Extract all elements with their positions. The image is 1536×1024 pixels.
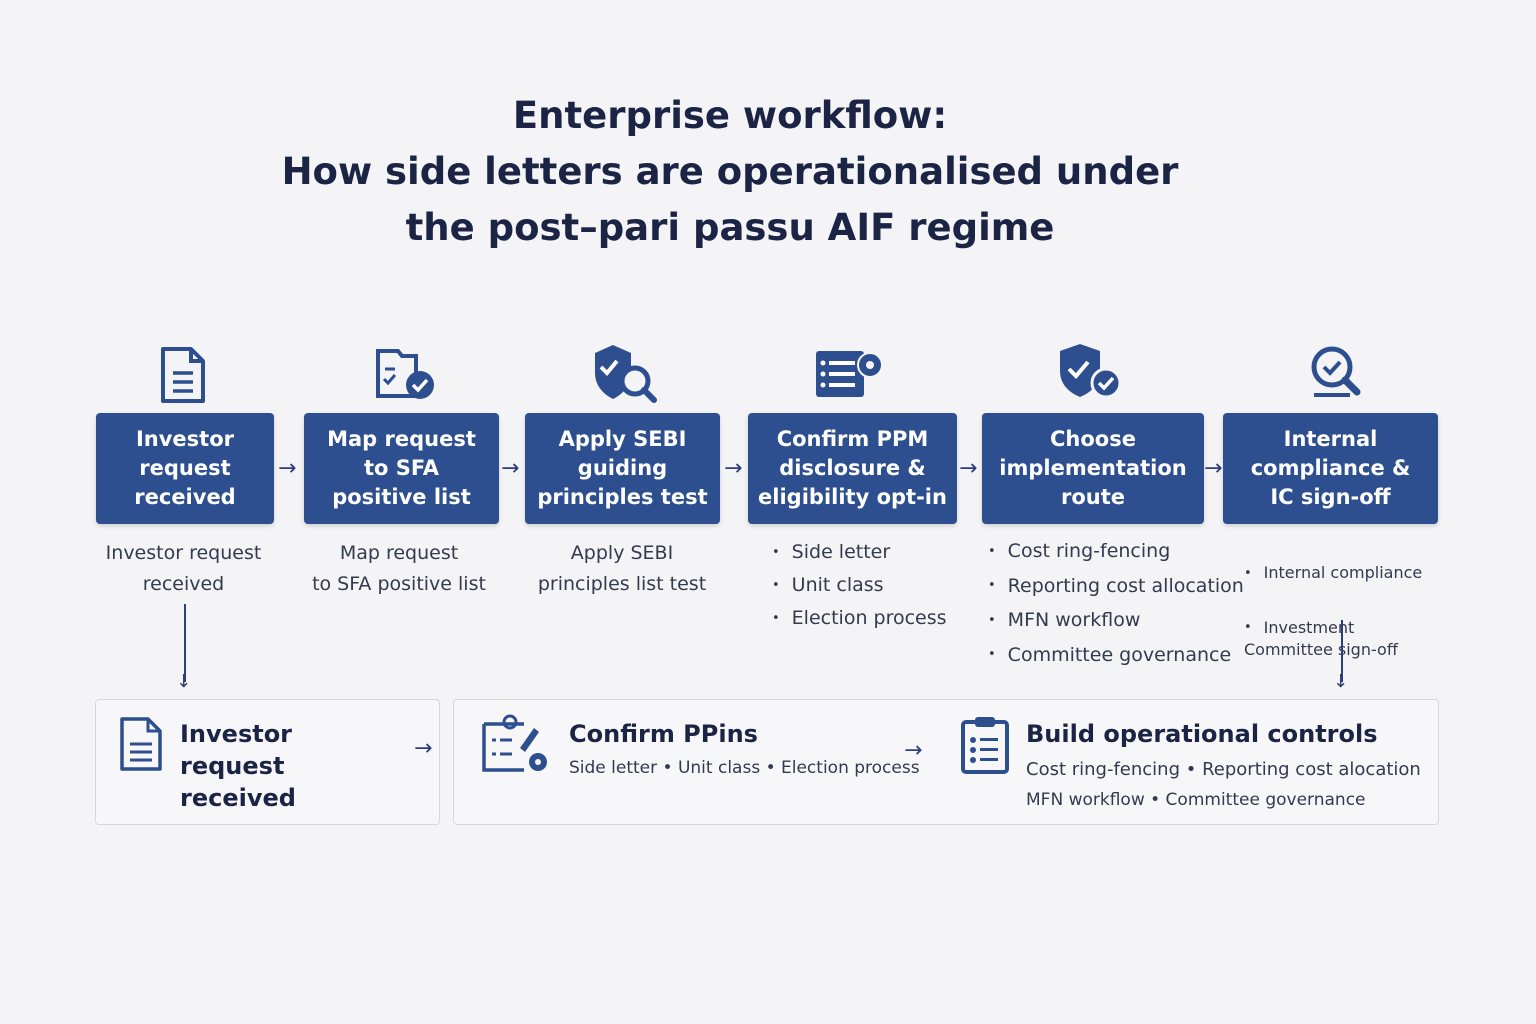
checklist-check-icon <box>376 349 434 399</box>
shield-search-icon <box>595 345 657 403</box>
bullet-item: Unit class <box>772 569 947 602</box>
panel-subtitle: Side letter • Unit class • Election proc… <box>569 758 920 778</box>
checklist-gear-icon <box>482 714 547 772</box>
arrow-down-icon: → <box>173 672 195 689</box>
step-map-request[interactable]: Map request to SFA positive list <box>304 413 499 524</box>
step-internal-compliance[interactable]: Internal compliance & IC sign-off <box>1223 413 1438 524</box>
document-icon <box>120 717 162 771</box>
page-title: Enterprise workflow: How side letters ar… <box>0 88 1460 256</box>
arrow-right-icon: → <box>278 456 297 481</box>
step-description: Apply SEBI principles list test <box>537 542 707 595</box>
title-line-2: How side letters are operationalised und… <box>281 150 1179 193</box>
bullet-item: Election process <box>772 602 947 635</box>
connector-line <box>184 604 186 682</box>
operations-panel: Confirm PPins Side letter • Unit class •… <box>453 699 1439 825</box>
step-bullets: Side letter Unit class Election process <box>772 536 947 635</box>
step-bullets: Cost ring-fencing Reporting cost allocat… <box>988 534 1244 672</box>
arrow-right-icon: → <box>904 738 923 763</box>
panel-title: Investor request received <box>180 720 296 812</box>
magnifier-check-icon <box>1311 346 1361 397</box>
arrow-right-icon: → <box>501 456 520 481</box>
bullet-item: Internal compliance <box>1244 562 1423 585</box>
panel-subtitle: MFN workflow • Committee governance <box>1026 790 1366 810</box>
step-description: Investor request received <box>105 542 262 595</box>
bullet-item: MFN workflow <box>988 603 1244 638</box>
arrow-right-icon: → <box>414 736 433 761</box>
arrow-down-icon: → <box>1330 672 1352 689</box>
panel-subtitle: Cost ring-fencing • Reporting cost aloca… <box>1026 759 1421 780</box>
step-bullets: Internal compliance Investment Committee… <box>1244 540 1422 683</box>
title-line-3: the post–pari passu AIF regime <box>405 206 1055 249</box>
bullet-item: Reporting cost allocation <box>988 569 1244 604</box>
connector-line <box>1341 620 1343 682</box>
clipboard-list-icon <box>961 717 1009 774</box>
shield-check-icon <box>1060 344 1122 399</box>
step-investor-request[interactable]: Investor request received <box>96 413 274 524</box>
panel-title: Confirm PPins <box>569 720 758 748</box>
step-description: Map request to SFA positive list <box>312 542 486 595</box>
bullet-item: Side letter <box>772 536 947 569</box>
investor-request-panel: Investor request received → <box>95 699 440 825</box>
arrow-right-icon: → <box>959 456 978 481</box>
bullet-item: Investment Committee sign-off <box>1244 617 1422 662</box>
arrow-right-icon: → <box>724 456 743 481</box>
list-gear-icon <box>816 351 883 397</box>
bullet-item: Cost ring-fencing <box>988 534 1244 569</box>
arrow-right-icon: → <box>1204 456 1223 481</box>
panel-title: Build operational controls <box>1026 720 1378 748</box>
step-confirm-ppm[interactable]: Confirm PPM disclosure & eligibility opt… <box>748 413 957 524</box>
step-apply-sebi[interactable]: Apply SEBI guiding principles test <box>525 413 720 524</box>
step-choose-route[interactable]: Choose implementation route <box>982 413 1204 524</box>
bullet-item: Committee governance <box>988 638 1244 673</box>
title-line-1: Enterprise workflow: <box>512 94 948 137</box>
document-icon <box>161 347 205 403</box>
